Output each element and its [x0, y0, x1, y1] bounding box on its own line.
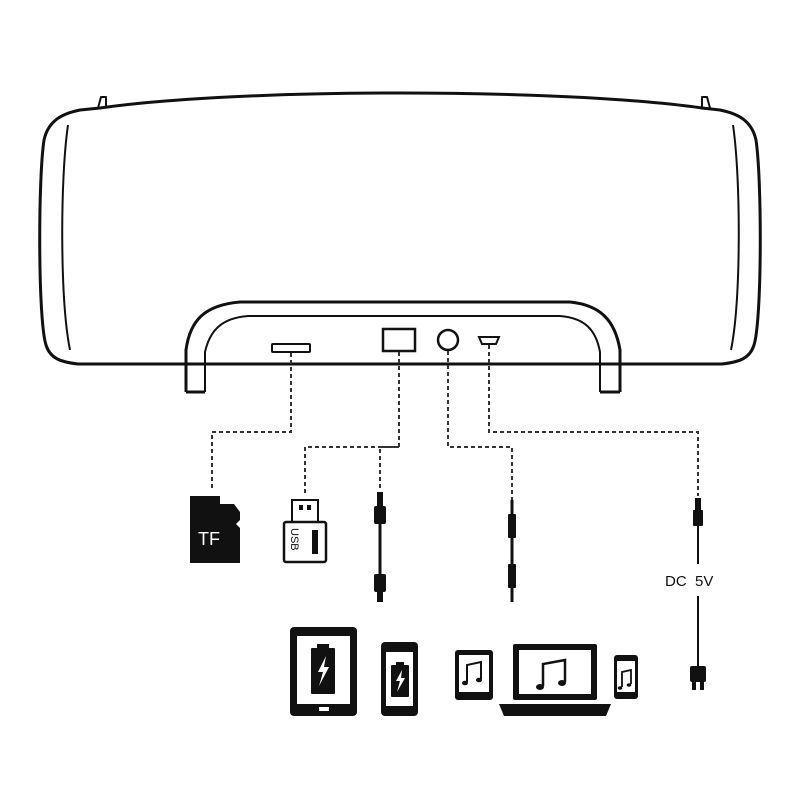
- dc-label: DC 5V: [665, 573, 713, 590]
- tablet-music-icon: [455, 650, 493, 700]
- tablet-battery-icon: [290, 627, 357, 716]
- phone-battery-icon: [381, 642, 418, 716]
- usb-label: USB: [288, 528, 300, 551]
- speaker-body-icon: [38, 91, 762, 394]
- usb-drive-icon: USB: [282, 499, 328, 564]
- tf-label: TF: [198, 529, 220, 549]
- power-cable-icon: [690, 498, 706, 690]
- usb-port-icon: [381, 327, 417, 353]
- aux-jack-icon: [436, 328, 460, 352]
- laptop-music-icon: [499, 644, 611, 716]
- micro-usb-port-icon: [477, 336, 501, 345]
- phone-music-icon: [614, 655, 638, 699]
- connector-lines: [211, 345, 699, 500]
- aux-cable-icon: [508, 500, 516, 602]
- tf-card-icon: TF: [190, 496, 240, 563]
- usb-cable-icon: [374, 492, 386, 602]
- tf-slot-icon: [271, 343, 311, 353]
